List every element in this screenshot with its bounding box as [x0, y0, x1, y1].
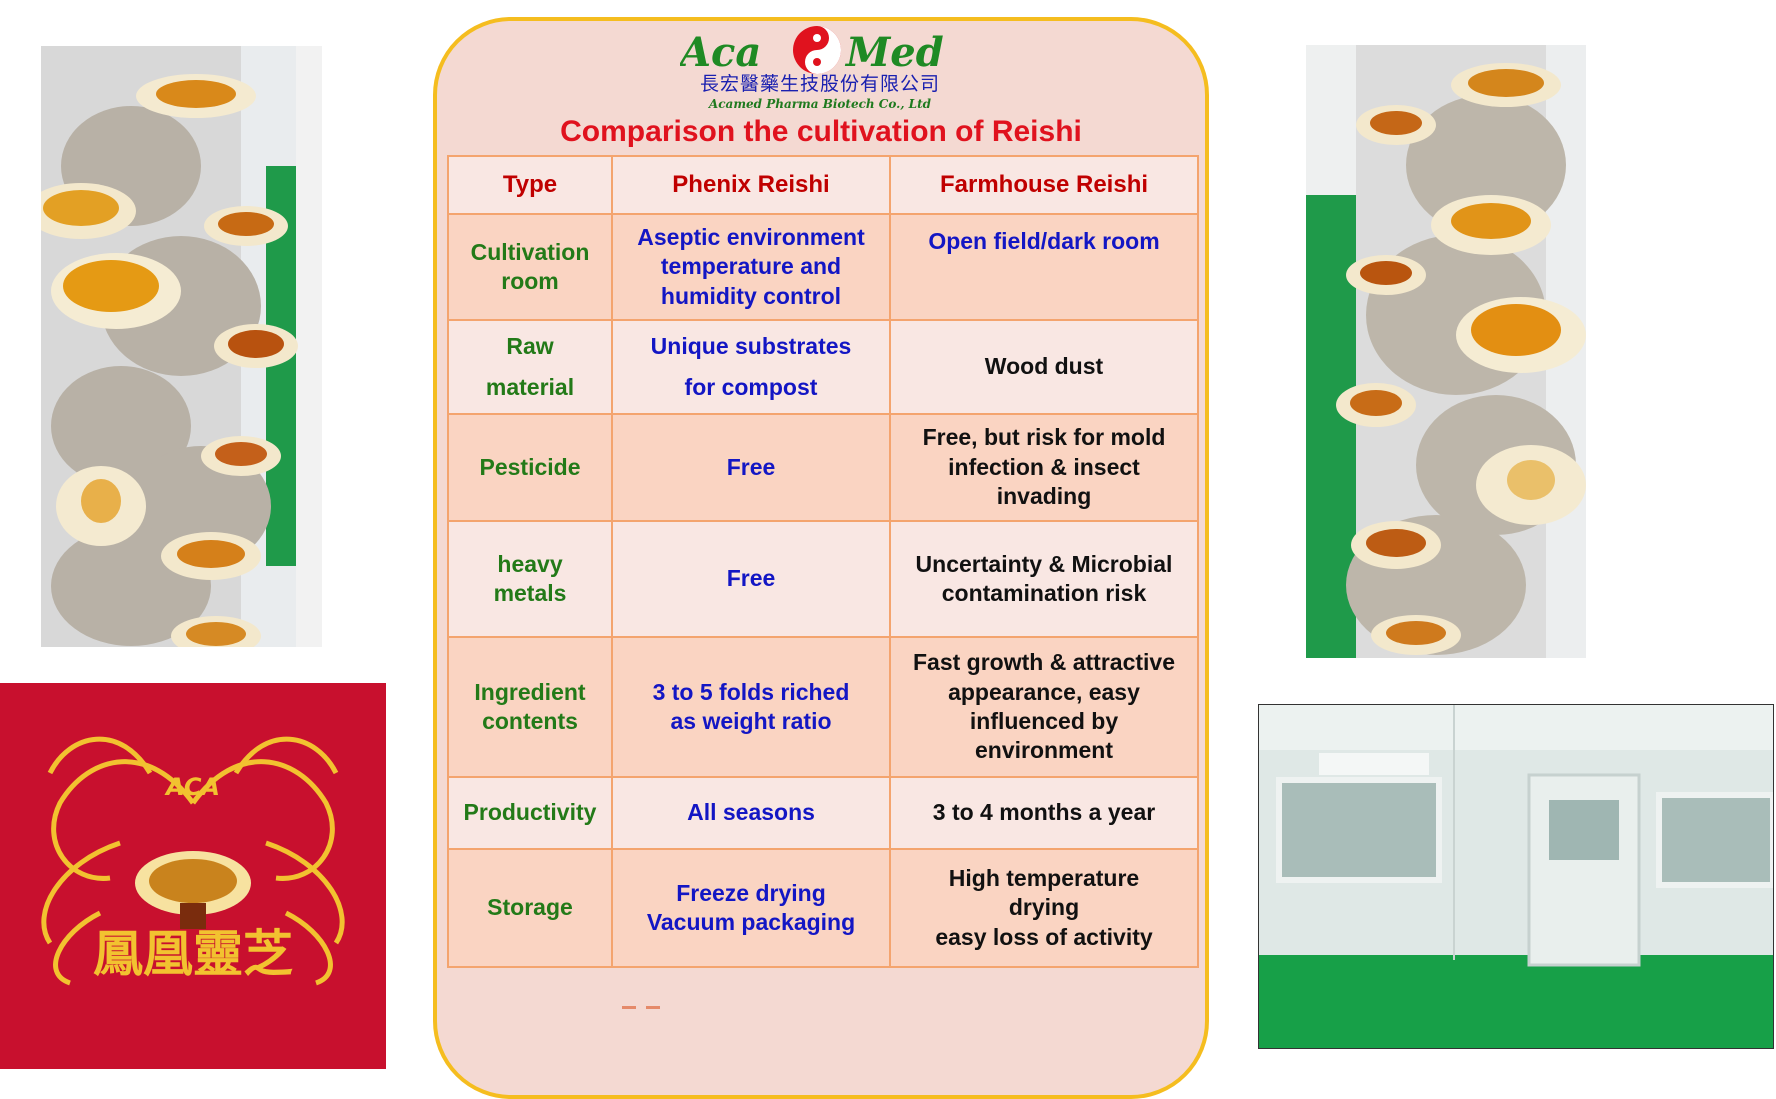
table-row: Productivity All seasons 3 to 4 months a…: [447, 776, 1199, 850]
phenix-cell: 3 to 5 folds riched as weight ratio: [611, 636, 891, 778]
farmhouse-cell: Free, but risk for mold infection & inse…: [889, 413, 1199, 522]
header-type: Type: [447, 155, 613, 215]
reishi-cultivation-photo-left: [41, 46, 322, 647]
header-phenix: Phenix Reishi: [611, 155, 891, 215]
phenix-cell: Freeze drying Vacuum packaging: [611, 848, 891, 968]
phenix-cell: Free: [611, 413, 891, 522]
clean-room-photo: [1258, 704, 1774, 1049]
type-cell: Productivity: [447, 776, 613, 850]
type-cell: Storage: [447, 848, 613, 968]
table-row: Cultivation room Aseptic environment tem…: [447, 213, 1199, 321]
reishi-cultivation-photo-right: [1306, 45, 1586, 658]
header-farmhouse: Farmhouse Reishi: [889, 155, 1199, 215]
phoenix-reishi-logo: ACA 鳳凰靈芝: [0, 683, 386, 1069]
phenix-cell: Free: [611, 520, 891, 638]
acamed-logo: Aca Med: [680, 26, 944, 76]
logo-aca-text: ACA: [164, 773, 220, 801]
table-row: Pesticide Free Free, but risk for mold i…: [447, 413, 1199, 522]
farmhouse-cell: Wood dust: [889, 319, 1199, 415]
table-row: Storage Freeze drying Vacuum packaging H…: [447, 848, 1199, 968]
table-row: Ingredient contents 3 to 5 folds riched …: [447, 636, 1199, 778]
yin-yang-icon: [793, 26, 841, 74]
table-row: Raw material Unique substrates for compo…: [447, 319, 1199, 415]
company-name-chinese: 長宏醫藥生技股份有限公司: [699, 73, 940, 95]
type-cell: Cultivation room: [447, 213, 613, 321]
farmhouse-cell: Fast growth & attractive appearance, eas…: [889, 636, 1199, 778]
farmhouse-cell: High temperature drying easy loss of act…: [889, 848, 1199, 968]
type-cell: Pesticide: [447, 413, 613, 522]
farmhouse-cell: 3 to 4 months a year: [889, 776, 1199, 850]
phenix-cell: Aseptic environment temperature and humi…: [611, 213, 891, 321]
phenix-cell: All seasons: [611, 776, 891, 850]
table-row: heavy metals Free Uncertainty & Microbia…: [447, 520, 1199, 638]
decorative-dashes: [622, 1006, 660, 1009]
logo-text-left: Aca: [680, 29, 761, 76]
table-header-row: Type Phenix Reishi Farmhouse Reishi: [447, 155, 1199, 215]
company-name-english: Acamed Pharma Biotech Co., Ltd: [708, 97, 932, 111]
farmhouse-cell: Open field/dark room: [889, 213, 1199, 321]
logo-chinese-text: 鳳凰靈芝: [93, 924, 293, 983]
table-title: Comparison the cultivation of Reishi: [560, 115, 1082, 148]
type-cell: Ingredient contents: [447, 636, 613, 778]
type-cell: heavy metals: [447, 520, 613, 638]
farmhouse-cell: Uncertainty & Microbial contamination ri…: [889, 520, 1199, 638]
comparison-table: Type Phenix Reishi Farmhouse Reishi Cult…: [447, 155, 1199, 968]
logo-text-right: Med: [844, 29, 944, 76]
type-cell: Raw material: [447, 319, 613, 415]
phenix-cell: Unique substrates for compost: [611, 319, 891, 415]
